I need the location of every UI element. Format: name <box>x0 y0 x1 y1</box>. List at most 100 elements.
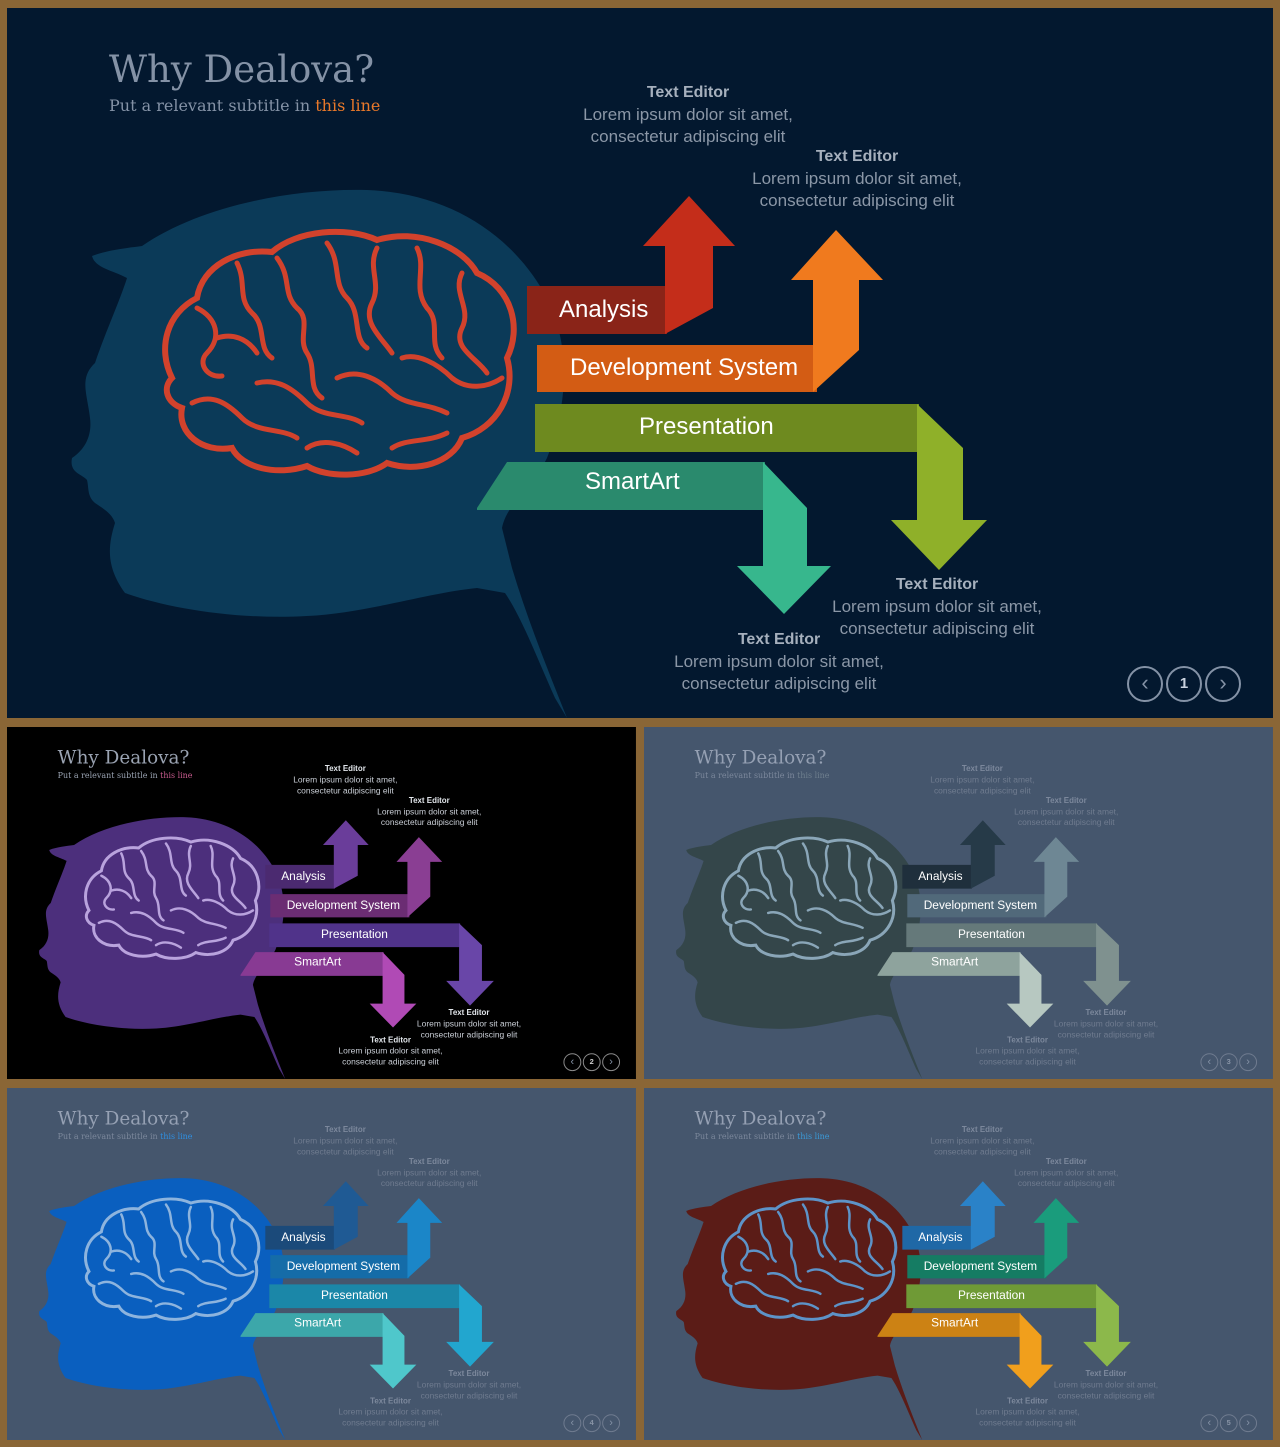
slide-title: Why Dealova? <box>109 48 375 91</box>
analysis-band <box>902 1225 972 1250</box>
callout-line2: consectetur adipiscing elit <box>296 1147 394 1157</box>
callout-heading: Text Editor <box>1007 1396 1048 1406</box>
development-arrow-up <box>396 1198 443 1279</box>
brain-icon <box>84 836 261 960</box>
presentation-arrow-down <box>446 1284 494 1367</box>
slide-pager: ‹ 1 › <box>1127 666 1247 704</box>
analysis-label: Analysis <box>918 869 963 884</box>
prev-symbol: ‹ <box>1207 1416 1212 1429</box>
development-band <box>907 1255 1047 1279</box>
presentation-band <box>906 923 1098 948</box>
presentation-band <box>269 923 461 948</box>
callout-line2: consectetur adipiscing elit <box>1057 1029 1155 1040</box>
subtitle-highlight: this line <box>315 96 381 115</box>
slide-subtitle: Put a relevant subtitle in this line <box>109 96 380 115</box>
page-number-text: 3 <box>1226 1057 1231 1067</box>
callout-line2: consectetur adipiscing elit <box>342 1418 439 1428</box>
presentation-label: Presentation <box>639 413 774 440</box>
callout-line1: Lorem ipsum dolor sit amet, <box>1053 1380 1159 1390</box>
prev-symbol: ‹ <box>1141 670 1149 695</box>
smartart-label: SmartArt <box>294 1316 342 1330</box>
callout-line1: Lorem ipsum dolor sit amet, <box>1014 1167 1119 1178</box>
callout-development: Text Editor Lorem ipsum dolor sit amet, … <box>1002 1156 1131 1189</box>
brain-icon <box>84 1197 261 1321</box>
page-number-text: 5 <box>1226 1418 1231 1428</box>
callout-line2: consectetur adipiscing elit <box>590 127 786 146</box>
presentation-label: Presentation <box>957 1288 1025 1303</box>
presentation-label: Presentation <box>957 927 1025 942</box>
callout-line2: consectetur adipiscing elit <box>296 786 394 796</box>
presentation-arrow-down <box>1083 1284 1131 1367</box>
brain-icon <box>162 228 517 478</box>
callout-smartart: Text Editor Lorem ipsum dolor sit amet, … <box>649 629 909 695</box>
callout-line2: consectetur adipiscing elit <box>759 191 955 210</box>
slide-thumbnail-purple[interactable]: Why Dealova? Put a relevant subtitle in … <box>7 727 636 1079</box>
chevron-right-icon[interactable]: › <box>1205 666 1241 702</box>
brain-icon <box>721 836 898 960</box>
callout-line2: consectetur adipiscing elit <box>979 1418 1076 1428</box>
prev-symbol: ‹ <box>570 1416 575 1429</box>
development-arrow-up <box>396 837 443 918</box>
slide-subtitle: Put a relevant subtitle in this line <box>695 771 830 780</box>
chevron-left-icon[interactable]: ‹ <box>1127 666 1163 702</box>
page-number[interactable]: 2 <box>582 1053 601 1072</box>
next-symbol: › <box>609 1055 613 1068</box>
callout-line1: Lorem ipsum dolor sit amet, <box>583 105 793 124</box>
chevron-right-icon[interactable]: › <box>602 1053 621 1072</box>
callout-line1: Lorem ipsum dolor sit amet, <box>1053 1019 1159 1029</box>
slide-pager: ‹ 5 › <box>1200 1414 1260 1433</box>
slide-subtitle: Put a relevant subtitle in this line <box>695 1132 830 1141</box>
chevron-left-icon[interactable]: ‹ <box>563 1414 582 1433</box>
chevron-left-icon[interactable]: ‹ <box>1200 1414 1219 1433</box>
callout-line1: Lorem ipsum dolor sit amet, <box>338 1407 443 1417</box>
chevron-right-icon[interactable]: › <box>602 1414 621 1433</box>
callout-line1: Lorem ipsum dolor sit amet, <box>975 1407 1080 1417</box>
chevron-right-icon[interactable]: › <box>1239 1053 1258 1072</box>
page-number[interactable]: 3 <box>1219 1053 1238 1072</box>
analysis-label: Analysis <box>281 1230 326 1245</box>
brain-icon <box>721 1197 898 1321</box>
slide-thumbnail-grey[interactable]: Why Dealova? Put a relevant subtitle in … <box>644 727 1273 1079</box>
callout-heading: Text Editor <box>408 1157 450 1166</box>
callout-smartart: Text Editor Lorem ipsum dolor sit amet, … <box>963 1035 1092 1068</box>
smartart-arrow-down <box>1006 952 1054 1028</box>
development-band <box>537 345 817 392</box>
callout-smartart: Text Editor Lorem ipsum dolor sit amet, … <box>963 1396 1092 1429</box>
slide-artwork <box>7 1088 636 1440</box>
presentation-label: Presentation <box>320 927 388 942</box>
chevron-left-icon[interactable]: ‹ <box>563 1053 582 1072</box>
callout-heading: Text Editor <box>961 764 1003 774</box>
page-number[interactable]: 5 <box>1219 1414 1238 1433</box>
page-number[interactable]: 1 <box>1166 666 1202 702</box>
smartart-label: SmartArt <box>585 468 680 495</box>
slide-canvas: Why Dealova? Put a relevant subtitle in … <box>7 727 636 1079</box>
callout-heading: Text Editor <box>1045 1157 1087 1166</box>
callout-line2: consectetur adipiscing elit <box>342 1057 439 1067</box>
slide-title: Why Dealova? <box>694 746 827 769</box>
slide-thumbnail-blue[interactable]: Why Dealova? Put a relevant subtitle in … <box>7 1088 636 1440</box>
callout-line1: Lorem ipsum dolor sit amet, <box>293 775 398 785</box>
callout-heading: Text Editor <box>815 148 899 165</box>
slide-thumbnail-red[interactable]: Why Dealova? Put a relevant subtitle in … <box>644 1088 1273 1440</box>
callout-analysis: Text Editor Lorem ipsum dolor sit amet, … <box>918 1125 1047 1158</box>
callout-line1: Lorem ipsum dolor sit amet, <box>338 1046 443 1056</box>
presentation-label: Presentation <box>320 1288 388 1303</box>
smartart-label: SmartArt <box>931 955 979 969</box>
callout-presentation: Text Editor Lorem ipsum dolor sit amet, … <box>404 1008 533 1041</box>
callout-development: Text Editor Lorem ipsum dolor sit amet, … <box>727 146 987 212</box>
subtitle-highlight: this line <box>160 770 193 781</box>
slide-preview-large[interactable]: Why Dealova? Put a relevant subtitle in … <box>7 8 1273 718</box>
callout-line2: consectetur adipiscing elit <box>933 786 1031 796</box>
presentation-band <box>535 404 919 452</box>
next-symbol: › <box>1246 1416 1250 1429</box>
callout-line2: consectetur adipiscing elit <box>1017 1178 1115 1189</box>
development-system-label: Development System <box>286 898 401 912</box>
development-arrow-up <box>791 230 883 392</box>
analysis-band <box>265 864 335 889</box>
chevron-right-icon[interactable]: › <box>1239 1414 1258 1433</box>
callout-line1: Lorem ipsum dolor sit amet, <box>674 652 884 671</box>
prev-symbol: ‹ <box>1207 1055 1212 1068</box>
page-number[interactable]: 4 <box>582 1414 601 1433</box>
chevron-left-icon[interactable]: ‹ <box>1200 1053 1219 1072</box>
callout-presentation: Text Editor Lorem ipsum dolor sit amet, … <box>807 574 1067 640</box>
